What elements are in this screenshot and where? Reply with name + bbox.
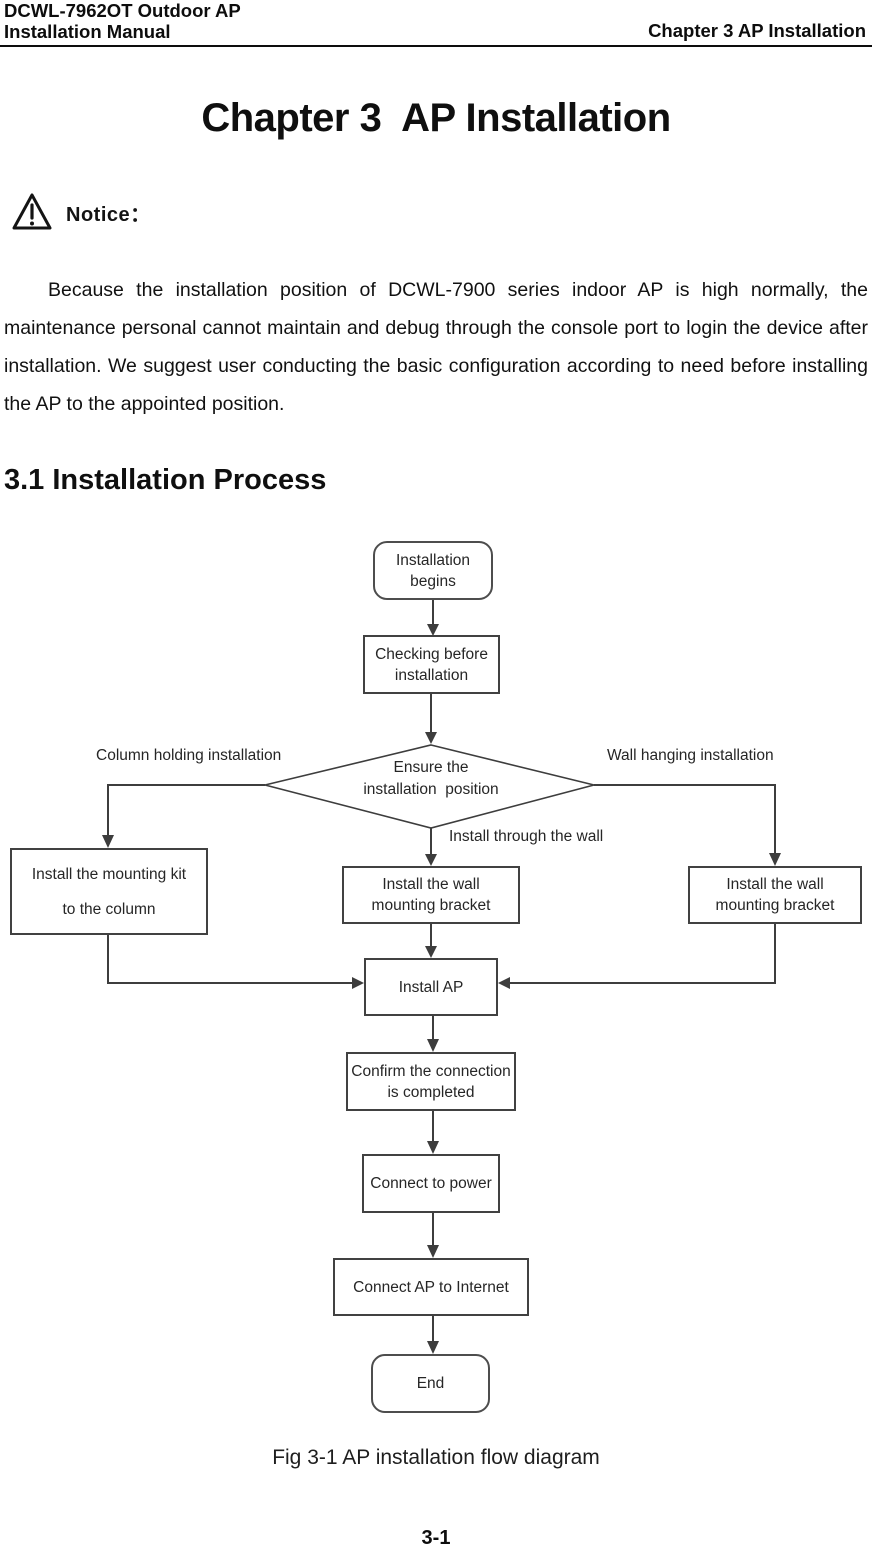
flow-node-text: Install the wall <box>382 876 480 893</box>
branch-label-wall-hanging: Wall hanging installation <box>607 747 774 764</box>
flow-node-installation-begins: Installation begins <box>373 541 493 600</box>
intro-paragraph: Because the installation position of DCW… <box>4 279 868 415</box>
branch-label-column-holding: Column holding installation <box>96 747 282 764</box>
installation-flowchart: Column holding installation Wall hanging… <box>0 535 872 1430</box>
flow-node-install-ap: Install AP <box>364 958 498 1016</box>
flow-node-text: to the column <box>62 900 156 918</box>
flow-node-text: Confirm the connection <box>351 1062 511 1080</box>
flow-node-checking-before-installation: Checking before installation <box>363 635 500 694</box>
header-doc-title: Installation Manual <box>4 21 171 42</box>
flow-node-install-mounting-kit: Install the mounting kit to the column <box>10 848 208 935</box>
flow-node-text: Install the wall <box>726 876 824 893</box>
flow-node-text: mounting bracket <box>371 897 491 914</box>
page-number: 3-1 <box>421 1527 451 1549</box>
flow-node-text: mounting bracket <box>715 897 835 914</box>
flow-node-text: installation position <box>363 781 499 798</box>
notice-label: Notice： <box>66 203 151 226</box>
flow-node-connect-ap-to-internet: Connect AP to Internet <box>333 1258 529 1316</box>
header-chapter-title: Chapter 3 AP Installation <box>648 20 866 41</box>
flow-node-text: Checking before <box>375 645 488 663</box>
flow-node-text: begins <box>410 572 456 590</box>
page-header: DCWL-7962OT Outdoor AP Installation Manu… <box>0 0 872 47</box>
flow-node-decision-ensure-position: Ensure the installation position <box>331 755 531 803</box>
flow-node-text: Install the mounting kit <box>31 865 187 883</box>
figure-caption: Fig 3-1 AP installation flow diagram <box>272 1446 600 1469</box>
flow-node-text: installation <box>394 666 469 684</box>
flowchart-connectors <box>102 600 781 1354</box>
flow-node-text: Install AP <box>398 978 464 996</box>
flow-node-text: is completed <box>387 1083 475 1101</box>
flow-node-text: End <box>416 1375 445 1392</box>
flow-node-wall-bracket-middle: Install the wall mounting bracket <box>342 866 520 924</box>
flow-node-text: Ensure the <box>393 759 469 776</box>
flow-connector-lines <box>107 600 776 1342</box>
flow-node-end: End <box>371 1354 490 1413</box>
branch-label-through-wall: Install through the wall <box>449 828 604 845</box>
notice-block: Notice： <box>11 192 151 232</box>
flow-node-text: Installation <box>395 551 471 569</box>
section-heading: 3.1 Installation Process <box>4 464 327 496</box>
header-left: DCWL-7962OT Outdoor AP Installation Manu… <box>4 0 241 42</box>
flow-node-text: Connect to power <box>370 1175 492 1192</box>
flow-node-text: Connect AP to Internet <box>353 1278 509 1296</box>
flow-node-connect-to-power: Connect to power <box>362 1154 500 1213</box>
flow-node-wall-bracket-right: Install the wall mounting bracket <box>688 866 862 924</box>
header-product-name: DCWL-7962OT Outdoor AP <box>4 0 241 21</box>
flow-node-confirm-connection: Confirm the connection is completed <box>346 1052 516 1111</box>
decision-diamond-shape <box>264 744 595 829</box>
warning-triangle-icon <box>12 193 52 230</box>
flow-arrowheads <box>102 624 781 1354</box>
chapter-title: Chapter 3 AP Installation <box>201 96 671 140</box>
